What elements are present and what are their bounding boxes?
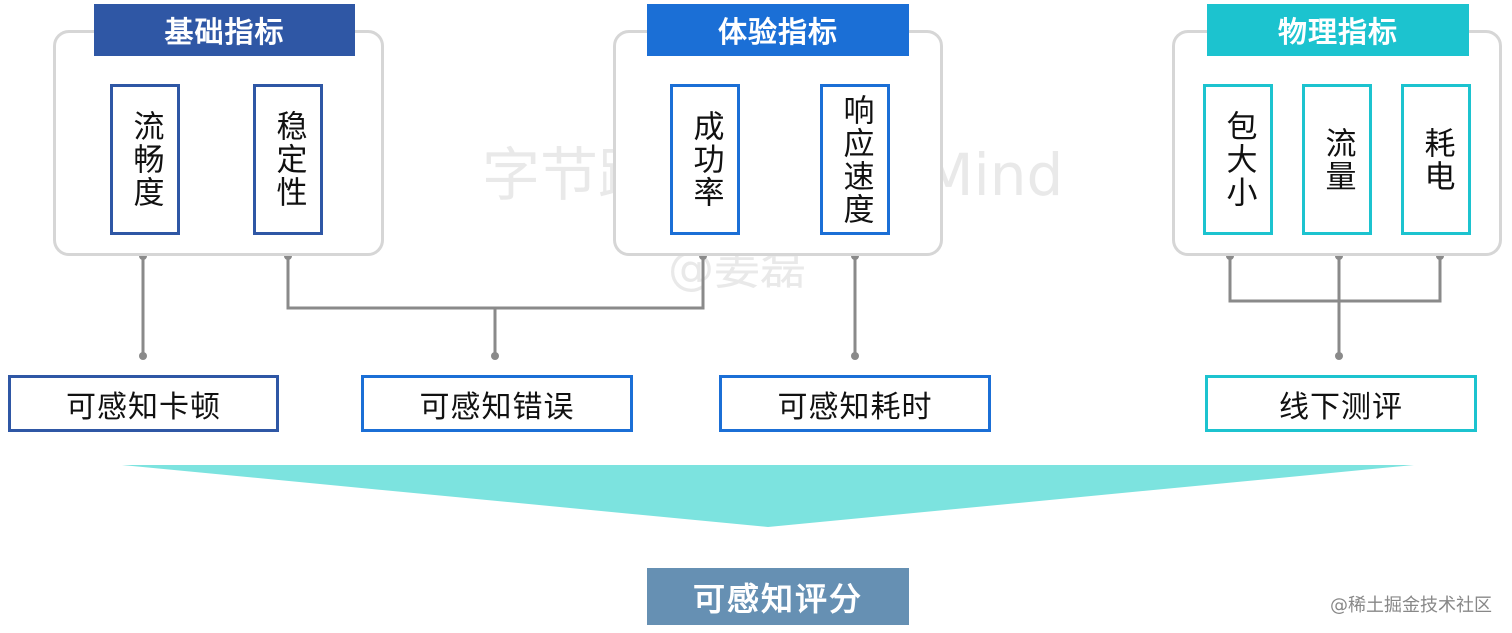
output-perceived-latency: 可感知耗时 bbox=[719, 375, 991, 432]
connector-dot bbox=[491, 352, 499, 360]
metric-response-speed: 响应速度 bbox=[820, 84, 890, 235]
metric-power-label: 耗电 bbox=[1418, 126, 1455, 193]
funnel-arrow bbox=[122, 465, 1414, 527]
metric-success-rate: 成功率 bbox=[670, 84, 740, 235]
group-basic-title: 基础指标 bbox=[94, 4, 355, 56]
metric-fluency-label: 流畅度 bbox=[127, 110, 164, 209]
metric-power: 耗电 bbox=[1401, 84, 1471, 235]
metric-stability-label: 稳定性 bbox=[270, 110, 307, 209]
connector-dot bbox=[851, 352, 859, 360]
metric-package-size-label: 包大小 bbox=[1220, 110, 1257, 209]
metric-success-rate-label: 成功率 bbox=[687, 110, 724, 209]
metric-stability: 稳定性 bbox=[253, 84, 323, 235]
connector-dot bbox=[139, 352, 147, 360]
final-perceived-score: 可感知评分 bbox=[647, 568, 909, 625]
group-physical-title: 物理指标 bbox=[1207, 4, 1469, 56]
metric-traffic: 流量 bbox=[1302, 84, 1372, 235]
credit-watermark: @稀土掘金技术社区 bbox=[1330, 595, 1492, 616]
metric-package-size: 包大小 bbox=[1203, 84, 1273, 235]
group-basic-frame bbox=[53, 30, 384, 256]
group-experience-frame bbox=[613, 30, 943, 256]
output-perceived-error: 可感知错误 bbox=[361, 375, 633, 432]
metric-response-speed-label: 响应速度 bbox=[837, 93, 874, 226]
connector-error bbox=[286, 256, 705, 310]
group-experience-title: 体验指标 bbox=[647, 4, 909, 56]
metric-fluency: 流畅度 bbox=[110, 84, 180, 235]
connector-physical bbox=[1228, 256, 1442, 303]
output-offline-evaluation: 线下测评 bbox=[1205, 375, 1477, 432]
output-perceived-jank: 可感知卡顿 bbox=[8, 375, 279, 432]
connector-dot bbox=[1335, 352, 1343, 360]
metric-traffic-label: 流量 bbox=[1319, 126, 1356, 193]
